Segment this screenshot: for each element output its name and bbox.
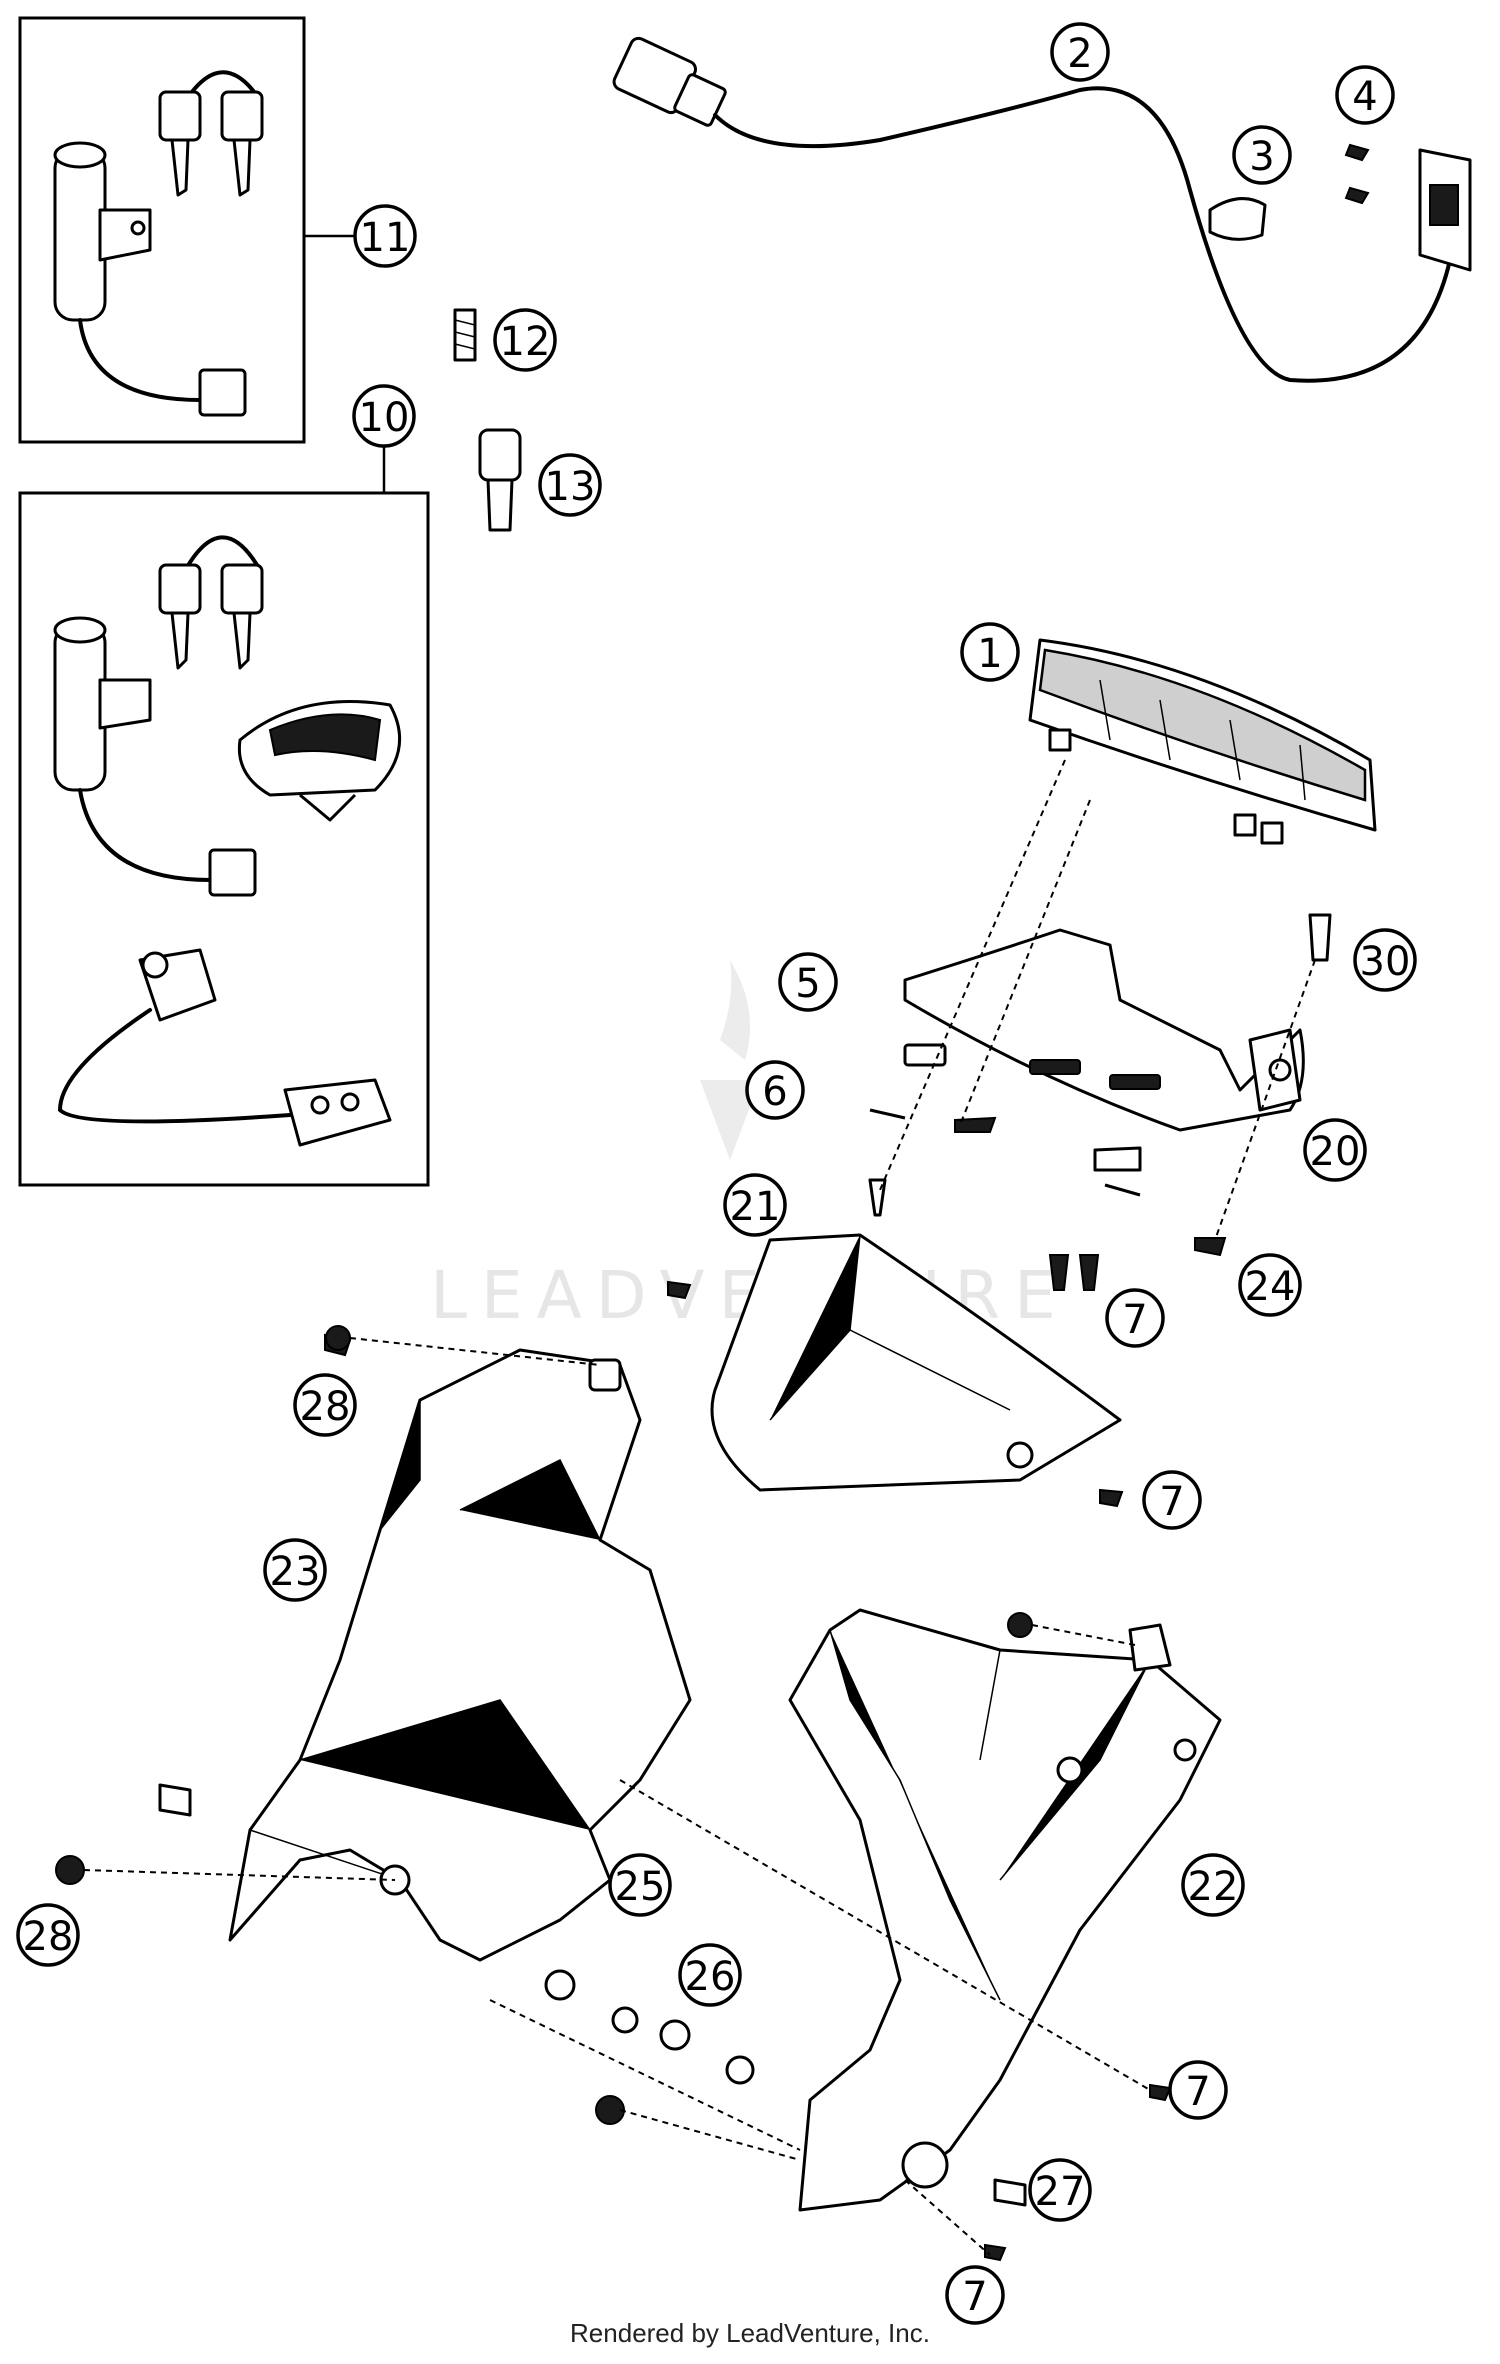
svg-text:5: 5 (795, 961, 820, 1007)
lock-cylinder-13 (478, 428, 522, 532)
callout-11: 11 (353, 204, 417, 268)
fairing-right-22 (788, 1608, 1222, 2212)
callout-23: 23 (263, 1538, 327, 1602)
callout-10: 10 (352, 384, 416, 448)
clip-3 (1208, 197, 1267, 241)
svg-text:21: 21 (730, 1184, 781, 1230)
callout-4: 4 (1335, 65, 1395, 125)
ignition-lock-set-box-11 (18, 16, 306, 444)
svg-text:3: 3 (1249, 134, 1274, 180)
leader-lines (83, 759, 1316, 2256)
svg-text:7: 7 (962, 2274, 987, 2320)
svg-text:2: 2 (1067, 31, 1092, 77)
footer-credit: Rendered by LeadVenture, Inc. (570, 2318, 930, 2348)
callout-28b: 28 (16, 1903, 80, 1967)
instrument-cluster-1 (1028, 638, 1377, 845)
callout-24: 24 (1238, 1253, 1302, 1317)
svg-text:7: 7 (1159, 1479, 1184, 1525)
callout-7a: 7 (1105, 1288, 1165, 1348)
callout-12: 12 (493, 308, 557, 372)
fasteners-25-26-27-28 (55, 1325, 1172, 2262)
callout-20: 20 (1303, 1118, 1367, 1182)
svg-text:26: 26 (685, 1954, 736, 2000)
callout-13: 13 (538, 453, 602, 517)
svg-text:4: 4 (1352, 74, 1377, 120)
callout-27: 27 (1028, 2158, 1092, 2222)
callout-5: 5 (778, 952, 838, 1012)
callout-3: 3 (1232, 125, 1292, 185)
callout-7d: 7 (945, 2265, 1005, 2325)
svg-text:24: 24 (1245, 1264, 1296, 1310)
windshield-21 (710, 1233, 1122, 1492)
svg-text:1: 1 (977, 631, 1002, 677)
svg-text:13: 13 (545, 464, 596, 510)
callout-1: 1 (960, 622, 1020, 682)
callout-30: 30 (1353, 928, 1417, 992)
callout-26: 26 (678, 1943, 742, 2007)
svg-text:10: 10 (359, 395, 410, 441)
fairing-left-23 (158, 1333, 692, 1962)
svg-text:25: 25 (615, 1864, 666, 1910)
callout-6: 6 (745, 1060, 805, 1120)
screws-7-upper (667, 1254, 1124, 1508)
svg-text:20: 20 (1310, 1129, 1361, 1175)
callout-7c: 7 (1168, 2060, 1228, 2120)
callout-28a: 28 (293, 1373, 357, 1437)
wiring-harness-2 (612, 36, 1472, 383)
ignition-lock-assembly-10 (53, 535, 402, 1147)
small-parts-5-6-24 (868, 1043, 1227, 1257)
instrument-bracket-20 (903, 928, 1305, 1132)
callout-2: 2 (1050, 22, 1110, 82)
screw-30 (1308, 913, 1332, 962)
callout-25: 25 (608, 1853, 672, 1917)
svg-text:28: 28 (23, 1914, 74, 1960)
svg-text:22: 22 (1188, 1864, 1239, 1910)
svg-text:30: 30 (1360, 939, 1411, 985)
callout-21: 21 (723, 1173, 787, 1237)
ignition-lock-assembly-11 (53, 70, 264, 417)
callout-22: 22 (1181, 1853, 1245, 1917)
svg-text:27: 27 (1035, 2169, 1086, 2215)
spring-12 (453, 308, 477, 362)
svg-text:7: 7 (1185, 2069, 1210, 2115)
svg-text:12: 12 (500, 319, 551, 365)
svg-text:6: 6 (762, 1069, 787, 1115)
svg-text:28: 28 (300, 1384, 351, 1430)
svg-text:23: 23 (270, 1549, 321, 1595)
callout-7b: 7 (1142, 1470, 1202, 1530)
watermark-logo (700, 960, 760, 1160)
screws-4 (1344, 143, 1370, 205)
svg-text:7: 7 (1122, 1297, 1147, 1343)
svg-text:11: 11 (360, 215, 411, 261)
ignition-lock-set-box-10 (18, 491, 430, 1187)
